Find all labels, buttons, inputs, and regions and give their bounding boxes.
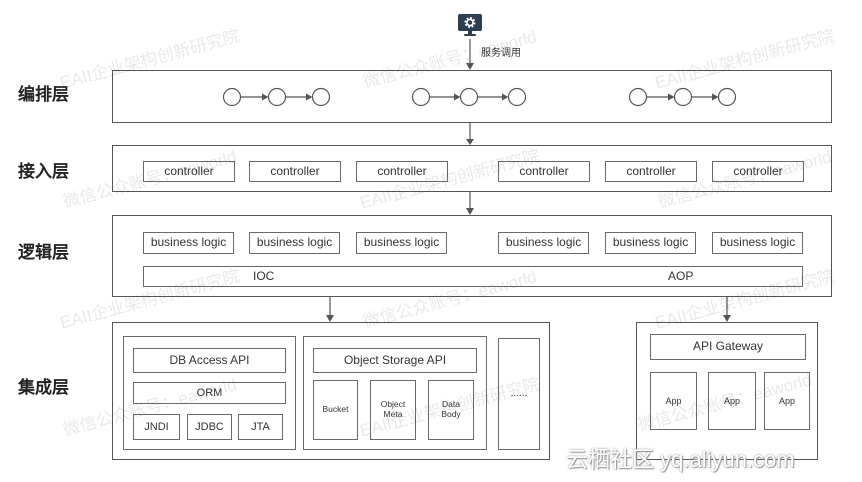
logic-layer-label: 逻辑层 — [18, 243, 69, 262]
aop-label: AOP — [668, 269, 694, 283]
db-access-group: DB Access API ORM JNDI JDBC JTA — [123, 336, 296, 450]
business-logic-box: business logic — [356, 232, 447, 254]
app-box: App — [764, 372, 810, 430]
controller-box: controller — [498, 161, 590, 182]
access-layer: controller controller controller control… — [112, 145, 832, 192]
db-access-api-box: DB Access API — [133, 348, 286, 373]
service-call-label: 服务调用 — [481, 48, 521, 59]
business-logic-box: business logic — [249, 232, 340, 254]
object-storage-group: Object Storage API Bucket Object Meta Da… — [303, 336, 487, 450]
orchestration-to-access-arrow — [466, 123, 474, 145]
controller-box: controller — [143, 161, 235, 182]
logic-layer: business logic business logic business l… — [112, 215, 832, 297]
integration-layer-label: 集成层 — [18, 378, 69, 397]
business-logic-box: business logic — [605, 232, 696, 254]
orchestration-layer — [112, 70, 832, 123]
integration-layer-services: DB Access API ORM JNDI JDBC JTA Object S… — [112, 322, 550, 460]
jdbc-box: JDBC — [187, 414, 232, 440]
monitor-gear-icon — [458, 14, 482, 36]
business-logic-box: business logic — [712, 232, 803, 254]
logic-to-services-arrow — [326, 297, 334, 322]
entry-arrow — [466, 39, 474, 70]
object-meta-box: Object Meta — [370, 380, 416, 440]
integration-layer-gateway: API Gateway App App App — [636, 322, 818, 460]
orchestration-layer-label: 编排层 — [18, 85, 69, 104]
controller-box: controller — [605, 161, 697, 182]
ioc-aop-bar: IOC AOP — [143, 266, 803, 287]
ioc-label: IOC — [253, 269, 275, 283]
app-box: App — [650, 372, 697, 430]
app-box: App — [708, 372, 756, 430]
controller-box: controller — [249, 161, 341, 182]
watermark-site: 云栖社区 yq.aliyun.com — [566, 447, 795, 472]
object-storage-api-box: Object Storage API — [313, 348, 477, 373]
orm-box: ORM — [133, 382, 286, 404]
bucket-box: Bucket — [313, 380, 358, 440]
logic-to-gateway-arrow — [723, 297, 731, 322]
business-logic-box: business logic — [143, 232, 234, 254]
data-body-box: Data Body — [428, 380, 474, 440]
controller-box: controller — [356, 161, 448, 182]
controller-box: controller — [712, 161, 804, 182]
api-gateway-box: API Gateway — [650, 334, 806, 360]
more-services-box: ...... — [498, 338, 540, 450]
access-layer-label: 接入层 — [18, 162, 69, 181]
access-to-logic-arrow — [466, 192, 474, 215]
business-logic-box: business logic — [498, 232, 589, 254]
jndi-box: JNDI — [133, 414, 180, 440]
jta-box: JTA — [238, 414, 283, 440]
